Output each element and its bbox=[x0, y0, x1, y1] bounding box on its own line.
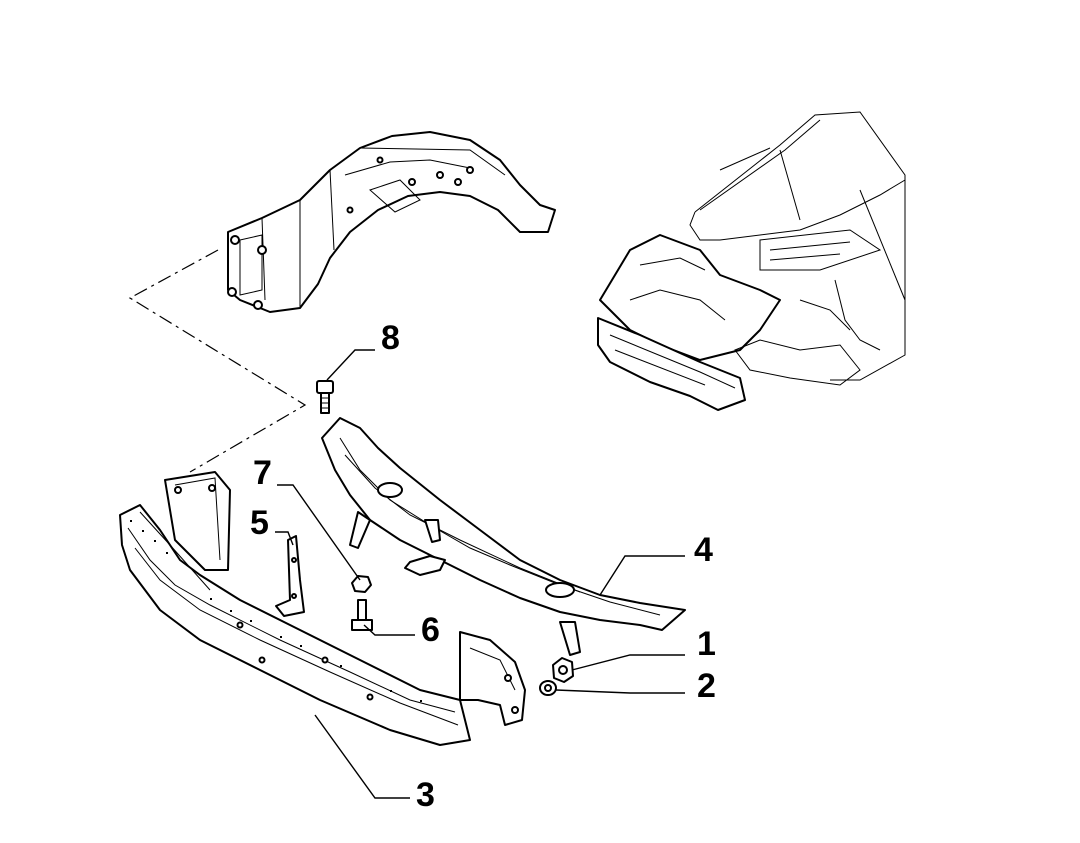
side-member-detail bbox=[227, 131, 556, 313]
callout-8: 8 bbox=[381, 319, 400, 357]
bolt-part bbox=[316, 380, 334, 414]
callout-3: 3 bbox=[416, 776, 435, 814]
leader-2 bbox=[555, 689, 685, 694]
vehicle-front-end-view bbox=[597, 111, 906, 411]
bumper-beam-part bbox=[119, 471, 526, 746]
callout-1: 1 bbox=[697, 625, 716, 663]
leader-1 bbox=[571, 654, 685, 671]
leader-7 bbox=[277, 484, 361, 581]
nut-1-part bbox=[552, 657, 574, 683]
leader-6 bbox=[363, 624, 415, 636]
callout-5: 5 bbox=[250, 504, 269, 542]
leader-5 bbox=[275, 531, 294, 546]
callout-7: 7 bbox=[253, 454, 272, 492]
alignment-line bbox=[128, 249, 307, 473]
leader-8 bbox=[326, 349, 375, 381]
callout-4: 4 bbox=[694, 531, 713, 569]
bracket-part bbox=[275, 535, 305, 617]
leader-4 bbox=[599, 555, 685, 596]
nut-part bbox=[351, 575, 372, 593]
leader-3 bbox=[314, 714, 410, 799]
callout-2: 2 bbox=[697, 667, 716, 705]
upper-crossmember-part bbox=[321, 417, 686, 656]
callout-6: 6 bbox=[421, 611, 440, 649]
washer-part bbox=[539, 680, 557, 696]
screw-part bbox=[351, 599, 373, 631]
